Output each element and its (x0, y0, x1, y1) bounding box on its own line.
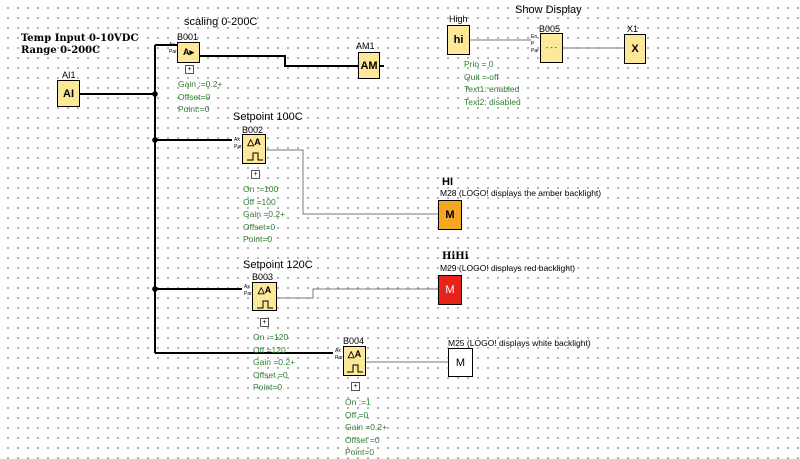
setpoint-100-title: Setpoint 100C (233, 111, 303, 123)
wire-b002-m28 (255, 149, 438, 215)
am1-block[interactable]: AM (358, 52, 380, 79)
junction-dot (152, 91, 158, 97)
b004-name: B004 (343, 336, 365, 346)
b002-expand-icon[interactable]: + (251, 170, 260, 179)
range-label: Range 0-200C (21, 45, 101, 56)
ai1-name: AI1 (62, 70, 76, 80)
hi-label: HI (442, 176, 453, 188)
show-display-title: Show Display (515, 4, 582, 16)
m25-block[interactable]: M (448, 348, 473, 377)
am1-name: AM1 (356, 41, 375, 51)
x1-block[interactable]: X (624, 34, 646, 64)
m29-block[interactable]: M (438, 275, 462, 305)
b003-symbol: △A (257, 285, 272, 295)
junction-dot (152, 286, 158, 292)
high-block[interactable]: hi (447, 25, 470, 55)
hihi-label: HiHi (442, 251, 469, 262)
b002-symbol: △A (247, 137, 261, 147)
b003-expand-icon[interactable]: + (260, 318, 269, 327)
b004-symbol: △A (347, 349, 362, 359)
scaling-title: scaling 0-200C (184, 16, 258, 28)
m28-label: M28 (LOGO! displays the amber backlight) (440, 188, 602, 198)
b001-expand-icon[interactable]: + (185, 65, 194, 74)
pulse-icon (247, 152, 263, 161)
setpoint-120-title: Setpoint 120C (243, 259, 313, 271)
b005-block[interactable]: - - - (540, 33, 563, 63)
temp-input-label: Temp Input 0-10VDC (21, 33, 139, 44)
wire-b001-am1 (200, 55, 358, 67)
b005-name: B005 (539, 24, 561, 34)
b001-name: B001 (177, 32, 199, 42)
pulse-icon (257, 300, 273, 309)
b004-block[interactable]: △A (343, 346, 366, 376)
x1-name: X1 (627, 24, 639, 34)
m28-block[interactable]: M (438, 200, 462, 230)
b003-block[interactable]: △A (252, 282, 277, 311)
b002-name: B002 (242, 125, 264, 135)
wire-b003-m29 (277, 288, 438, 299)
b003-name: B003 (252, 272, 274, 282)
m29-label: M29 (LOGO! displays red backlight) (440, 263, 576, 273)
high-name: High (449, 14, 468, 24)
b004-expand-icon[interactable]: + (351, 382, 360, 391)
pulse-icon (347, 364, 363, 373)
b001-block[interactable]: A▸ (177, 42, 200, 63)
ai1-block[interactable]: AI (57, 80, 80, 107)
b002-block[interactable]: △A (242, 134, 266, 164)
junction-dot (152, 137, 158, 143)
m25-label: M25 (LOGO! displays white backlight) (448, 338, 591, 348)
